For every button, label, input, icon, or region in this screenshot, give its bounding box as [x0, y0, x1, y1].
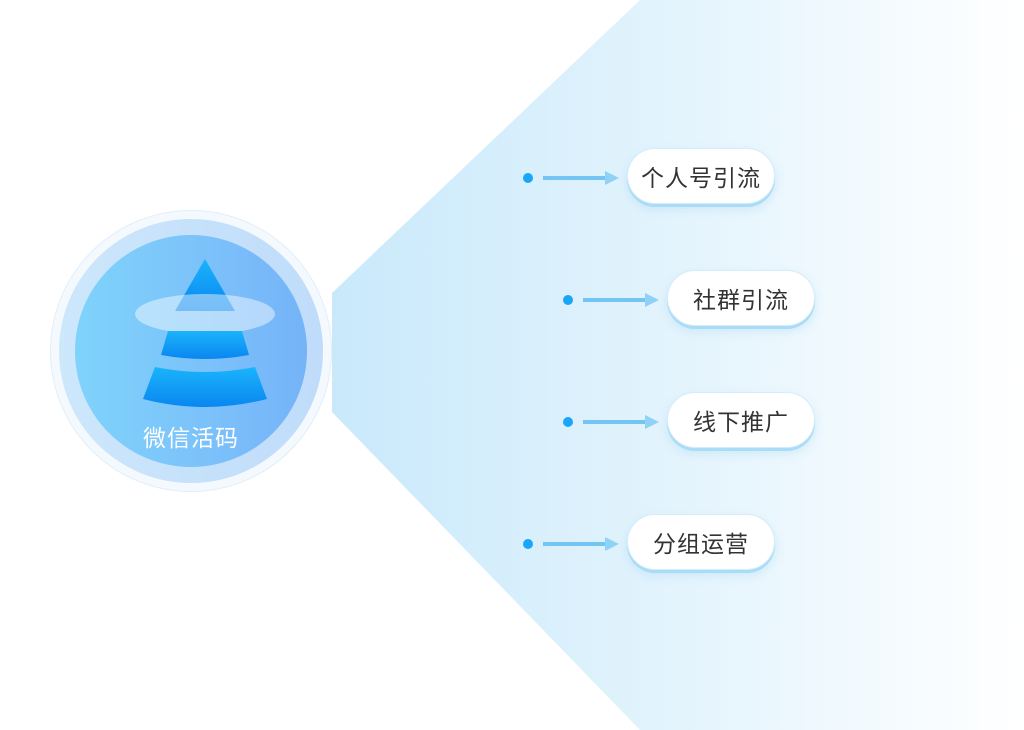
arrow-right-icon	[583, 293, 659, 307]
hub-label: 微信活码	[143, 426, 239, 452]
branch-pill[interactable]: 线下推广	[667, 392, 815, 448]
branch-dot	[523, 173, 533, 183]
branch-pill[interactable]: 个人号引流	[627, 148, 775, 204]
hub-circle: 微信活码	[50, 210, 332, 492]
arrow-right-icon	[543, 537, 619, 551]
hub-ring: 微信活码	[59, 219, 323, 483]
branch-dot	[563, 417, 573, 427]
branch-dot	[523, 539, 533, 549]
arrow-right-icon	[543, 171, 619, 185]
hub-core: 微信活码	[75, 235, 307, 467]
arrow-right-icon	[583, 415, 659, 429]
branch-pill[interactable]: 社群引流	[667, 270, 815, 326]
pyramid-cone-icon	[135, 259, 275, 407]
branch-pill[interactable]: 分组运营	[627, 514, 775, 570]
branch-dot	[563, 295, 573, 305]
